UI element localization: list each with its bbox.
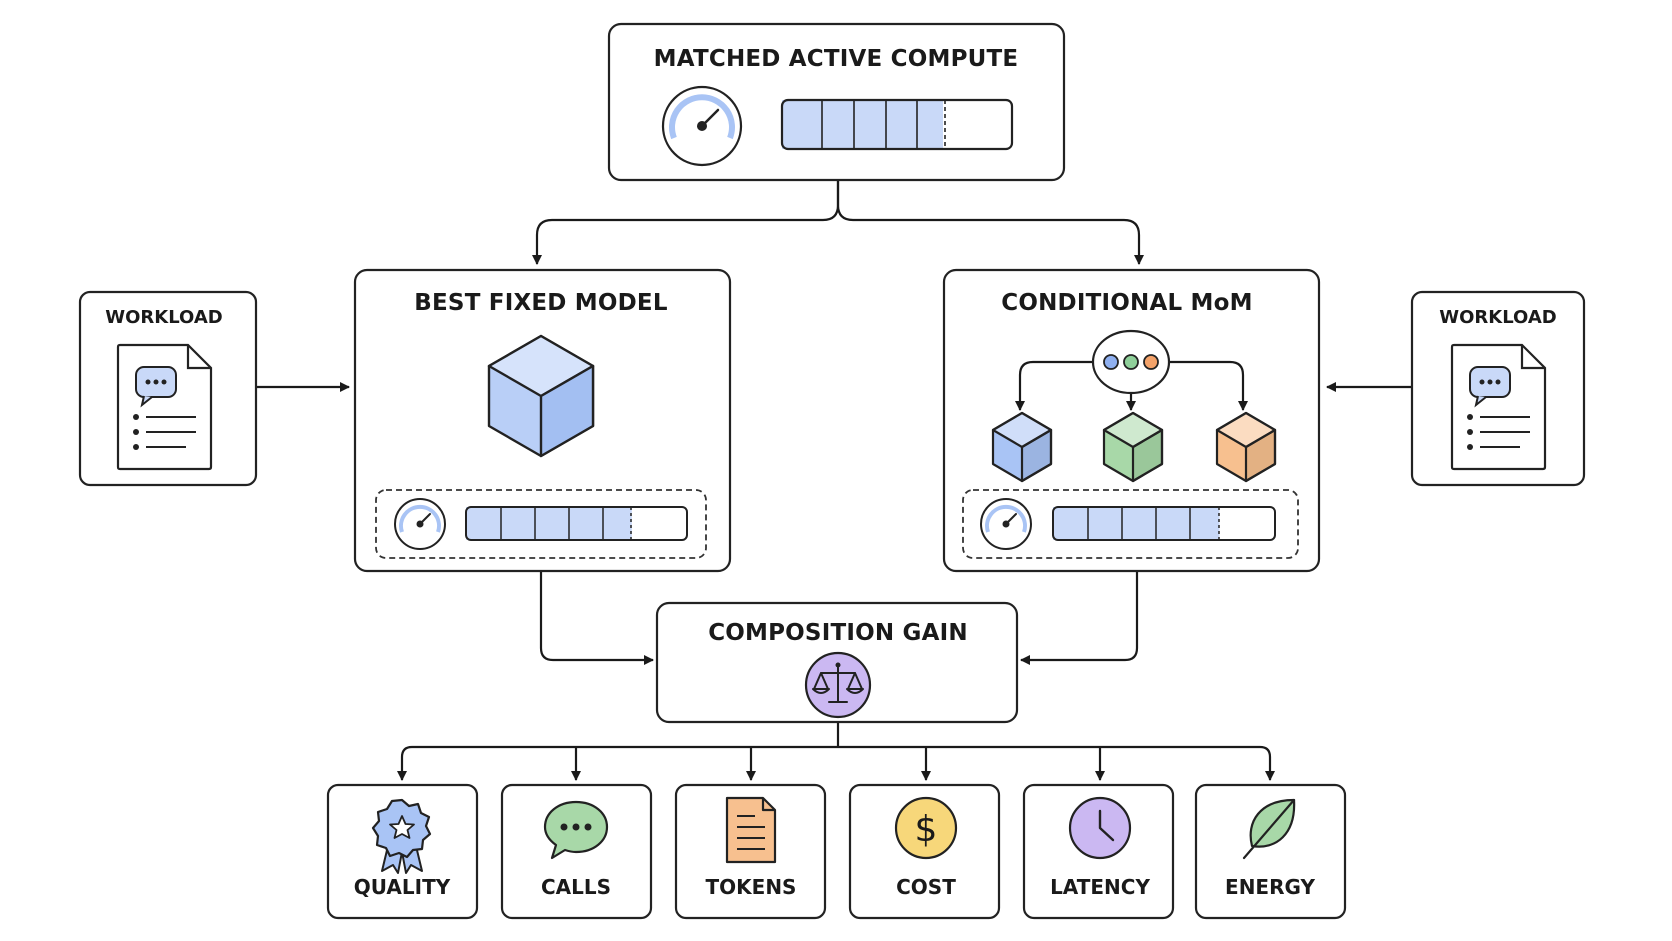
metric-cost: $ COST (848, 783, 1001, 920)
left-workload-label: WORKLOAD (105, 307, 222, 328)
connector-mom-to-gain (1020, 572, 1139, 665)
connector-top-to-fixed (532, 180, 840, 265)
conditional-mom-title: CONDITIONAL MoM (1001, 290, 1252, 316)
left-workload-box: WORKLOAD (78, 290, 258, 487)
fixed-model-meter (465, 506, 688, 541)
matched-compute-box: MATCHED ACTIVE COMPUTE (607, 22, 1066, 182)
router-dot (1143, 354, 1159, 370)
metric-energy: ENERGY (1194, 783, 1347, 920)
document-icon (725, 796, 777, 864)
mom-meter (1052, 506, 1276, 541)
gauge-icon (394, 498, 446, 550)
composition-gain-box: COMPOSITION GAIN (655, 601, 1019, 724)
router-dot (1103, 354, 1119, 370)
chat-bubble-icon (543, 800, 609, 860)
document-icon (116, 343, 213, 471)
conditional-mom-box: CONDITIONAL MoM (942, 268, 1321, 573)
metric-label: ENERGY (1225, 875, 1315, 899)
metric-label: TOKENS (706, 875, 797, 899)
connector-to-quality (397, 745, 413, 781)
metric-label: LATENCY (1050, 875, 1150, 899)
metric-label: QUALITY (354, 875, 451, 899)
expert-cube-icon (1215, 411, 1277, 483)
matched-compute-title: MATCHED ACTIVE COMPUTE (654, 46, 1019, 72)
connector-to-energy (1259, 745, 1275, 781)
leaf-icon (1242, 798, 1296, 860)
best-fixed-model-title: BEST FIXED MODEL (414, 290, 668, 316)
model-cube-icon (487, 334, 595, 458)
gauge-icon (661, 85, 743, 167)
metric-latency: LATENCY (1022, 783, 1175, 920)
composition-gain-title: COMPOSITION GAIN (708, 620, 968, 646)
gauge-icon (980, 498, 1032, 550)
metric-quality: QUALITY (326, 783, 479, 920)
dollar-coin-icon: $ (894, 796, 958, 860)
svg-text:$: $ (915, 809, 938, 850)
compute-meter (780, 98, 1014, 151)
best-fixed-model-box: BEST FIXED MODEL (353, 268, 732, 573)
metric-calls: CALLS (500, 783, 653, 920)
balance-scale-icon (804, 651, 872, 719)
award-ribbon-icon (371, 798, 432, 874)
connectors (256, 180, 1412, 781)
connector-top-to-mom (836, 180, 1144, 265)
metrics-row: QUALITY CALLS TOKENS (326, 783, 1347, 920)
connector-fixed-to-gain (539, 572, 654, 665)
router-dot (1123, 354, 1139, 370)
router-node (1015, 329, 1248, 411)
document-icon (1450, 343, 1547, 471)
expert-cube-icon (991, 411, 1053, 483)
expert-cube-icon (1102, 411, 1164, 483)
metric-label: COST (896, 875, 956, 899)
metric-label: CALLS (541, 875, 611, 899)
right-workload-box: WORKLOAD (1410, 290, 1586, 487)
right-workload-label: WORKLOAD (1439, 307, 1556, 328)
clock-icon (1068, 796, 1132, 860)
metric-tokens: TOKENS (674, 783, 827, 920)
